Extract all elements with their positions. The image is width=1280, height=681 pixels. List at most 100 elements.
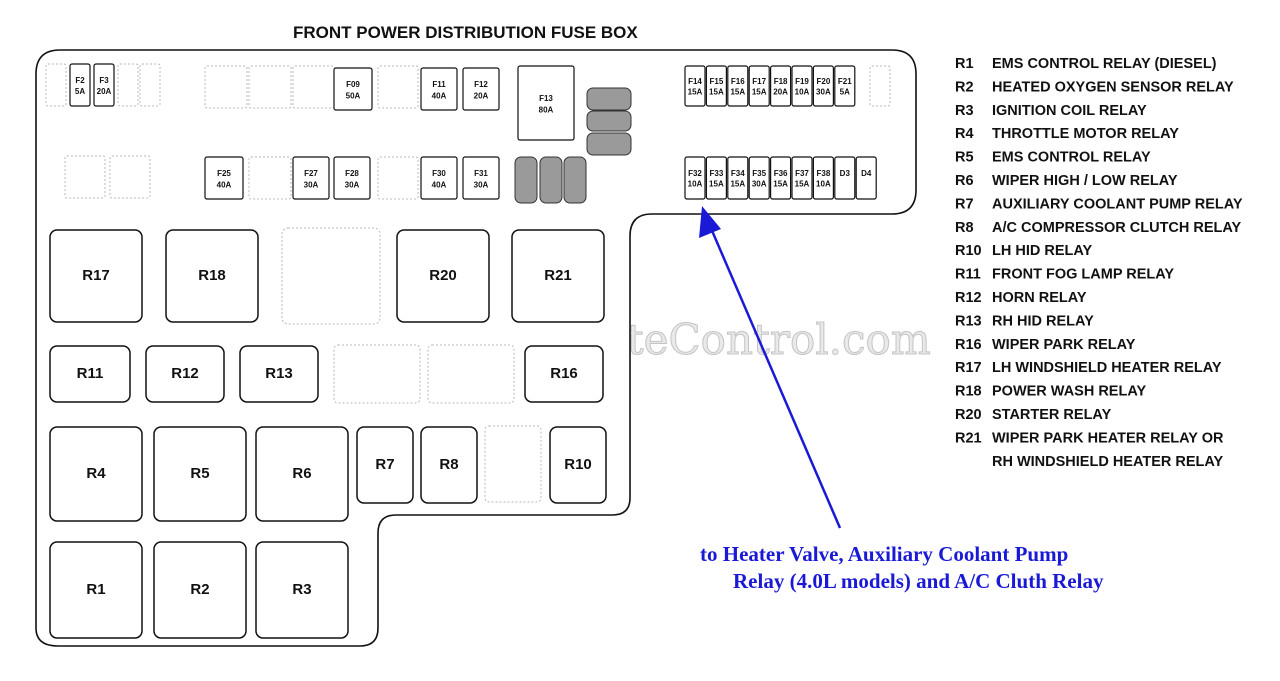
unused-positions — [45, 63, 891, 503]
legend-description: LH WINDSHIELD HEATER RELAY — [992, 360, 1222, 376]
legend-description: HEATED OXYGEN SENSOR RELAY — [992, 79, 1234, 95]
relay-label: R3 — [292, 581, 311, 598]
fuse-rating: 15A — [773, 180, 788, 189]
fuse-id: F21 — [838, 77, 852, 86]
fuse-id: F18 — [774, 77, 788, 86]
fuse-rating: 80A — [539, 106, 554, 115]
fuse-id: F11 — [432, 80, 446, 89]
fuse-rating: 15A — [709, 180, 724, 189]
fuse-rating: 15A — [752, 88, 767, 97]
fuse-id: F16 — [731, 77, 745, 86]
relay-r17: R17 — [49, 229, 143, 323]
callout-line-1: to Heater Valve, Auxiliary Coolant Pump — [700, 542, 1068, 566]
legend-code: R12 — [955, 290, 982, 306]
fuse-id: F12 — [474, 80, 488, 89]
fuse-rating: 30A — [752, 180, 767, 189]
fuse-rating: 30A — [304, 181, 319, 190]
fuse-id: F33 — [710, 169, 724, 178]
fuse-id: F19 — [795, 77, 809, 86]
fuse-rating: 5A — [75, 87, 85, 96]
fuse-rating: 30A — [474, 181, 489, 190]
fuse-rating: 15A — [795, 180, 810, 189]
legend-code: R3 — [955, 103, 974, 119]
legend-row: R12 HORN RELAY — [955, 290, 1087, 306]
legend-code: R17 — [955, 360, 982, 376]
fuse-rating: 20A — [97, 87, 112, 96]
mini-fuses-bottom: F3210AF3315AF3415AF3530AF3615AF3715AF381… — [684, 156, 877, 200]
callout-arrow — [699, 206, 842, 529]
fuse-id: F15 — [710, 77, 724, 86]
relay-label: R20 — [429, 267, 457, 284]
fuse-id: D3 — [840, 169, 851, 178]
legend-row: RH WINDSHIELD HEATER RELAY — [992, 454, 1224, 470]
legend-code: R4 — [955, 126, 974, 142]
legend-description: HORN RELAY — [992, 290, 1087, 306]
legend-description: EMS CONTROL RELAY — [992, 150, 1151, 166]
legend-code: R13 — [955, 313, 982, 329]
fuse-id: F14 — [688, 77, 702, 86]
legend-description: A/C COMPRESSOR CLUTCH RELAY — [992, 220, 1242, 236]
relay-r5: R5 — [153, 426, 247, 522]
diagram-title: FRONT POWER DISTRIBUTION FUSE BOX — [293, 23, 638, 42]
legend-description: WIPER HIGH / LOW RELAY — [992, 173, 1178, 189]
fuse-rating: 10A — [795, 88, 810, 97]
fuse-rating: 15A — [709, 88, 724, 97]
fuse-rating: 15A — [730, 180, 745, 189]
relay-r21: R21 — [511, 229, 605, 323]
relay-label: R10 — [564, 456, 592, 473]
fuse-rating: 40A — [217, 181, 232, 190]
relay-r18: R18 — [165, 229, 259, 323]
relay-label: R18 — [198, 267, 226, 284]
legend-description: STARTER RELAY — [992, 407, 1112, 423]
relay-label: R12 — [171, 365, 199, 382]
fuse-id: F3 — [99, 76, 109, 85]
fuse-id: F36 — [774, 169, 788, 178]
legend-code: R8 — [955, 220, 974, 236]
fuse-rating: 40A — [432, 181, 447, 190]
relay-label: R16 — [550, 365, 578, 382]
fuse-id: F32 — [688, 169, 702, 178]
fuse-rating: 10A — [816, 180, 831, 189]
legend-description: FRONT FOG LAMP RELAY — [992, 267, 1174, 283]
fuse-id: F37 — [795, 169, 809, 178]
legend-code: R1 — [955, 56, 974, 72]
relay-label: R13 — [265, 365, 293, 382]
fuse-rating: 15A — [730, 88, 745, 97]
terminal-blocks — [514, 87, 632, 204]
relay-r7: R7 — [356, 426, 414, 504]
fuse-id: F13 — [539, 94, 553, 103]
legend-code: R2 — [955, 79, 974, 95]
legend-description: LH HID RELAY — [992, 243, 1092, 259]
legend-description: WIPER PARK RELAY — [992, 337, 1136, 353]
fuse-id: F28 — [345, 169, 359, 178]
fuse-d4: D4 — [855, 156, 877, 200]
fuse-id: D4 — [861, 169, 872, 178]
relay-r11: R11 — [49, 345, 131, 403]
